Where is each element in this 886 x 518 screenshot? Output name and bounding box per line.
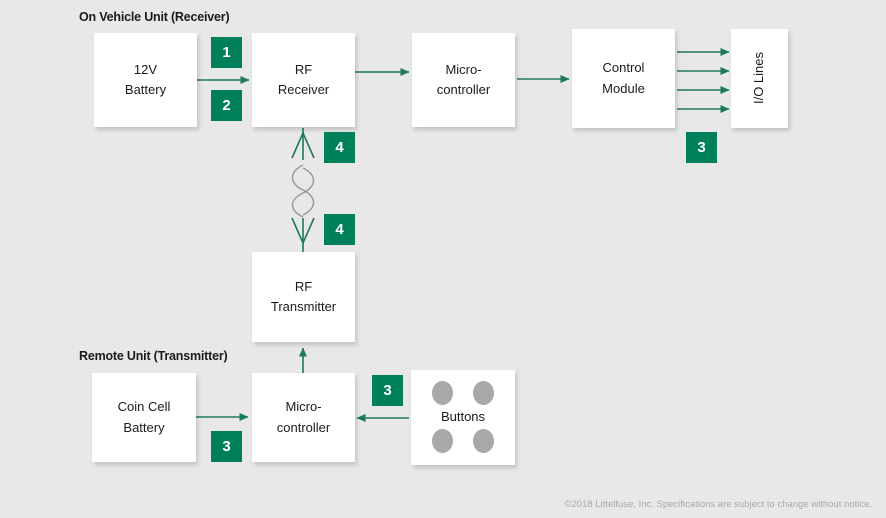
node-rf-transmitter-label: RF Transmitter [270, 278, 337, 314]
section-title-receiver: On Vehicle Unit (Receiver) [79, 10, 230, 24]
node-coin-cell-battery-label: Coin Cell Battery [117, 399, 171, 435]
node-io-lines-label: I/O Lines [751, 52, 767, 105]
node-12v-battery[interactable]: 12V Battery [94, 33, 197, 127]
node-control-module[interactable]: Control Module [572, 29, 675, 128]
node-microcontroller-remote-label: Micro- controller [276, 399, 331, 435]
node-rf-receiver[interactable]: RF Receiver [252, 33, 355, 127]
badge-1[interactable]: 1 [211, 37, 242, 68]
node-microcontroller-remote[interactable]: Micro- controller [252, 373, 355, 462]
badge-2[interactable]: 2 [211, 90, 242, 121]
node-12v-battery-label: 12V Battery [124, 61, 167, 97]
button-dot-icon[interactable] [432, 381, 453, 405]
button-dot-icon[interactable] [432, 429, 453, 453]
badge-3-io[interactable]: 3 [686, 132, 717, 163]
button-dot-icon[interactable] [473, 381, 494, 405]
node-rf-transmitter[interactable]: RF Transmitter [252, 252, 355, 342]
badge-4-transmit[interactable]: 4 [324, 214, 355, 245]
node-microcontroller-vehicle[interactable]: Micro- controller [412, 33, 515, 127]
badge-4-receive[interactable]: 4 [324, 132, 355, 163]
badge-3-coin-cell[interactable]: 3 [211, 431, 242, 462]
section-title-transmitter: Remote Unit (Transmitter) [79, 349, 228, 363]
badge-3-buttons[interactable]: 3 [372, 375, 403, 406]
node-buttons[interactable]: Buttons [411, 370, 515, 465]
copyright-note: ©2018 Littelfuse, Inc. Specifications ar… [564, 499, 873, 510]
node-buttons-label: Buttons [440, 409, 486, 425]
node-io-lines[interactable]: I/O Lines [731, 29, 788, 128]
node-rf-receiver-label: RF Receiver [277, 61, 330, 97]
node-microcontroller-vehicle-label: Micro- controller [436, 61, 491, 97]
node-coin-cell-battery[interactable]: Coin Cell Battery [92, 373, 196, 462]
button-dot-icon[interactable] [473, 429, 494, 453]
node-control-module-label: Control Module [602, 60, 645, 96]
